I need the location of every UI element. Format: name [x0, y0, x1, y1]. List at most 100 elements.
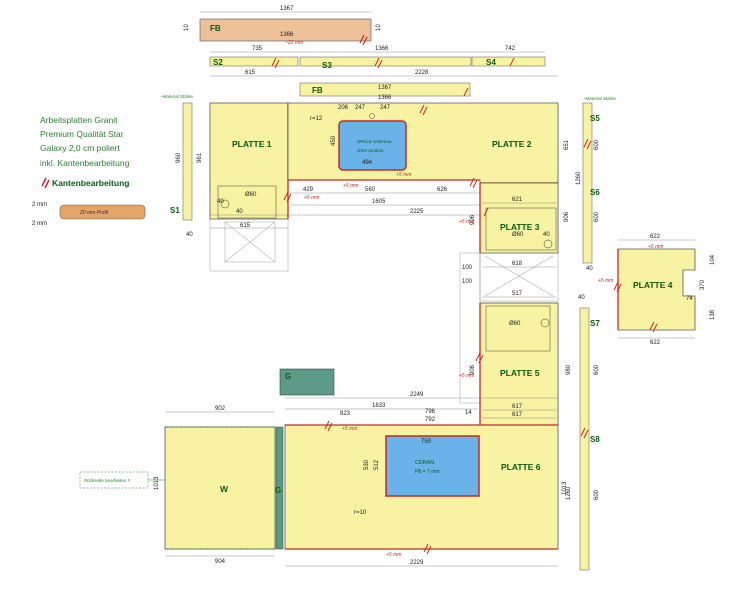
dim-1367-top: 1367	[280, 6, 294, 12]
platte-5: Ø60 PLATTE 5 +5 mm 906 617 617 14	[459, 302, 559, 426]
dim-247a: 247	[355, 105, 366, 111]
s7-s8-strip	[579, 307, 590, 571]
platte-4: 622 PLATTE 4 74 370 104 138 622 +5 mm +5…	[598, 234, 716, 346]
dim-902: 902	[215, 406, 226, 412]
dim-1366c: 1366	[378, 95, 392, 101]
info-line-3: Galaxy 2,0 cm poliert	[40, 143, 120, 153]
o60-p1: Ø60	[245, 192, 257, 198]
s7-label: S7	[590, 319, 600, 328]
ceran-cutout	[385, 435, 480, 497]
dim-735: 735	[252, 46, 263, 52]
dim-v-1013a: 1013	[154, 476, 160, 490]
profile-sample	[59, 204, 146, 220]
dim-450: 450	[331, 135, 337, 146]
s6-label: S6	[590, 188, 600, 197]
dim-100b: 100	[462, 279, 473, 285]
dim-40-p3: 40	[543, 232, 550, 238]
profile-dim-bottom: 2 mm	[32, 221, 47, 227]
dim-247b: 247	[380, 105, 391, 111]
dims-under-platte2: 429 560 626 1605 2225 +5 mm	[210, 187, 558, 216]
dim-14: 14	[465, 410, 472, 416]
dim-v-906a: 906	[564, 211, 570, 222]
dim-40-p1: 40	[217, 199, 224, 205]
platte-1: Ø60 40 40 PLATTE 1 896 615	[209, 102, 300, 272]
w-label: W	[220, 484, 229, 494]
platte-3: Ø60 40 PLATTE 3 621 906 +5 mm	[459, 182, 559, 254]
rueckseite-note: Rückseite bearbeiten !!	[84, 478, 131, 483]
s5-label: S5	[590, 114, 600, 123]
sink-sub: 0mm rundum	[357, 148, 384, 153]
dim-v-1260: 1260	[576, 171, 582, 185]
dim-100a: 100	[462, 265, 473, 271]
dim-v-600a: 600	[594, 139, 600, 150]
dim-v-104: 104	[710, 254, 716, 265]
dim-v-906b: 906	[470, 214, 476, 225]
dim-r12: r=12	[310, 116, 323, 122]
dim-1605: 1605	[372, 199, 386, 205]
s4-label: S4	[486, 58, 496, 67]
dim-v-980: 980	[566, 364, 572, 375]
dim-v-960: 960	[176, 152, 182, 163]
ceran-sub: FB = 7 mm	[415, 469, 440, 475]
dim-823: 823	[340, 411, 351, 417]
material-note-left: ~Material Stärke	[160, 94, 193, 99]
dim-750: 750	[421, 439, 432, 445]
dim-5mm-c: +5 mm	[304, 195, 319, 201]
dim-626: 626	[437, 187, 448, 193]
dim-2229: 2229	[410, 560, 424, 566]
dim-206: 206	[338, 105, 349, 111]
dim-742: 742	[505, 46, 516, 52]
platte-6-label: PLATTE 6	[501, 462, 541, 472]
dim-v-600c: 600	[594, 364, 600, 375]
dim-517: 517	[512, 291, 523, 297]
dim-618: 618	[512, 261, 523, 267]
dim-2225: 2225	[410, 209, 424, 215]
dim-r10: r=10	[354, 510, 367, 516]
right-vertical-dims: 651 1260 906 S5 S6 600 600 40	[564, 102, 600, 272]
skirting-strips-top: 735 1366 742 S2 S3 S4	[209, 46, 546, 70]
profile-label: 20 mm Profil	[79, 210, 109, 216]
dim-560: 560	[365, 187, 376, 193]
dim-530: 530	[364, 459, 370, 470]
material-note-right: ~Material Stärke	[583, 96, 616, 101]
dim-512: 512	[374, 459, 380, 470]
dim-1633: 1633	[372, 403, 386, 409]
dim-1366-top: 1366	[280, 32, 294, 38]
fb2-label: FB	[312, 86, 323, 95]
dim-1366b: 1366	[375, 46, 389, 52]
edge-legend-icon	[41, 177, 50, 189]
dim-2249: 2249	[410, 392, 424, 398]
dim-1367b: 1367	[378, 85, 392, 91]
platte-3-label: PLATTE 3	[500, 222, 540, 232]
dim-40-right: 40	[586, 266, 593, 272]
dim-904: 904	[215, 559, 226, 565]
w-panel: 902 W 1013 904 Rückseite bearbeiten !! G	[79, 406, 284, 565]
sink-label: SPÜLE Unterbau	[357, 138, 392, 144]
profile-dim-top: 2 mm	[32, 202, 47, 208]
g-label: G	[285, 372, 291, 381]
dim-v-600b: 600	[594, 211, 600, 222]
dim-5mm-e: +5 mm	[598, 278, 613, 284]
dim-796: 796	[425, 409, 436, 415]
o60-p3: Ø60	[512, 232, 524, 238]
g-board	[279, 368, 335, 396]
fb-22mm: ~22 mm	[285, 40, 303, 46]
dim-v-370: 370	[700, 279, 706, 290]
g2-label: G	[275, 486, 281, 495]
fb-label: FB	[210, 24, 221, 33]
dim-40-p1b: 40	[236, 209, 243, 215]
s1-strip	[182, 102, 193, 221]
dim-792: 792	[425, 417, 436, 423]
dim-40-left: 40	[186, 232, 193, 238]
dim-615-b: 615	[240, 223, 251, 229]
dim-5mm-b: +5 mm	[396, 172, 411, 178]
edge-legend-label: Kantenbearbeitung	[52, 178, 129, 188]
dim-5mm-f: +5 mm	[648, 244, 663, 250]
s5-s6-strip	[582, 102, 593, 264]
dim-74: 74	[686, 296, 693, 302]
platte-6: 2249 1633 823 796 792 750 CERAN FB = 7 m…	[284, 392, 559, 567]
dim-v-600d: 600	[594, 489, 600, 500]
dim-2228: 2228	[415, 70, 429, 76]
dim-v-1013b: 1013	[562, 481, 568, 495]
